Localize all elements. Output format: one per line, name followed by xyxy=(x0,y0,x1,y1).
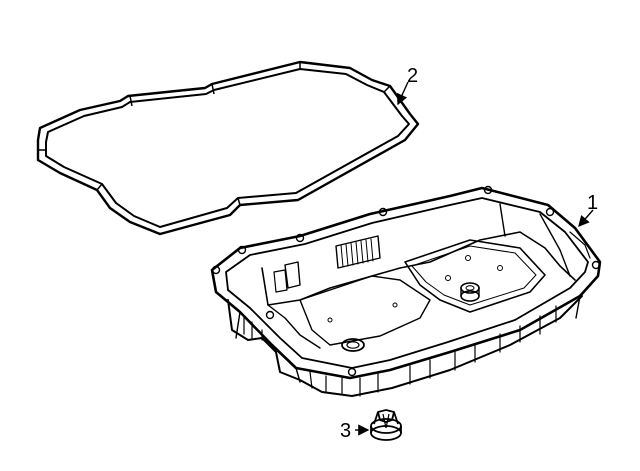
callout-3-label: 3 xyxy=(340,420,352,442)
transmission-pan-icon xyxy=(210,185,602,397)
callout-1-leader xyxy=(578,209,594,228)
drain-plug-icon xyxy=(370,409,402,441)
callout-2-label: 2 xyxy=(407,65,419,87)
callout-1-label: 1 xyxy=(587,192,599,214)
callout-2-leader xyxy=(396,81,409,106)
pan-gasket-icon xyxy=(36,60,420,236)
